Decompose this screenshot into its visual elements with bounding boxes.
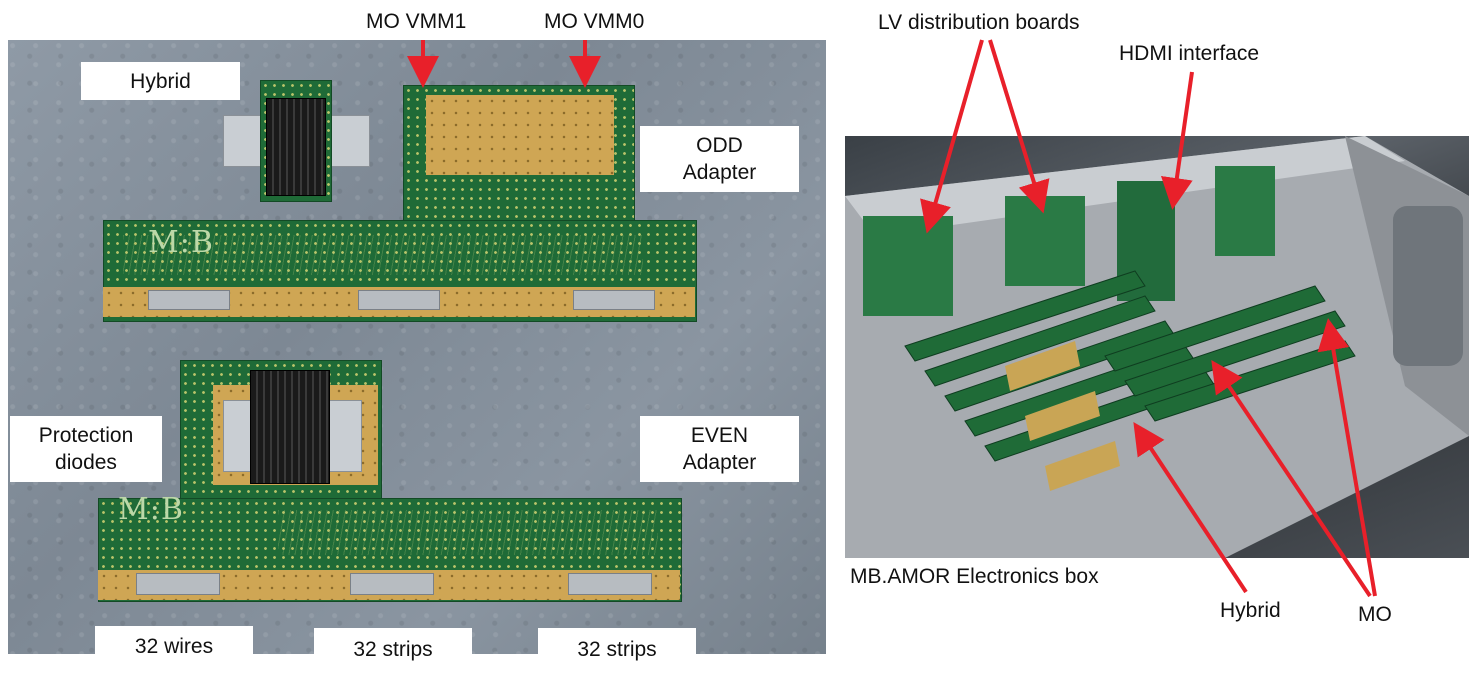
even-connector-1 bbox=[136, 573, 220, 595]
electronics-box-drawing bbox=[845, 136, 1469, 558]
electronics-box-caption: MB.AMOR Electronics box bbox=[850, 565, 1099, 588]
odd-adapter-gold-pad bbox=[426, 95, 614, 175]
mo-vmm1-label: MO VMM1 bbox=[366, 10, 467, 33]
even-hybrid-fin-left bbox=[223, 400, 255, 472]
even-connector-2 bbox=[350, 573, 434, 595]
board-gold-edges bbox=[1005, 341, 1120, 491]
hybrid-label-left: Hybrid bbox=[81, 62, 240, 100]
lv-board-1 bbox=[863, 216, 953, 316]
even-hybrid-heatsink bbox=[250, 370, 330, 484]
hdmi-interface-label: HDMI interface bbox=[1119, 42, 1260, 65]
protection-diodes-label: Protection diodes bbox=[10, 416, 162, 482]
odd-connector-1 bbox=[148, 290, 230, 310]
odd-connector-2 bbox=[358, 290, 440, 310]
hybrid-heat-spreader-left bbox=[223, 115, 265, 167]
mo-vmm0-label: MO VMM0 bbox=[544, 10, 645, 33]
even-hybrid-fin-right bbox=[328, 400, 362, 472]
even-mb-logo: M:B bbox=[118, 492, 184, 527]
odd-adapter-label: ODD Adapter bbox=[640, 126, 799, 192]
even-connector-3 bbox=[568, 573, 652, 595]
lv-distribution-label: LV distribution boards bbox=[878, 11, 1080, 34]
hybrid-label-right: Hybrid bbox=[1220, 599, 1281, 622]
hybrid-heatsink-top bbox=[266, 98, 326, 196]
fan-grille bbox=[1393, 206, 1463, 366]
strips-32-label-b: 32 strips bbox=[538, 628, 696, 670]
even-adapter-label: EVEN Adapter bbox=[640, 416, 799, 482]
strips-32-label-a: 32 strips bbox=[314, 628, 472, 670]
odd-connector-3 bbox=[573, 290, 655, 310]
wires-32-label: 32 wires bbox=[95, 626, 253, 666]
lv-board-3 bbox=[1215, 166, 1275, 256]
even-adapter-traces bbox=[278, 510, 658, 555]
odd-mb-logo: M:B bbox=[148, 225, 214, 260]
electronics-box-photo bbox=[845, 136, 1469, 558]
lv-board-2 bbox=[1005, 196, 1085, 286]
mo-label-right: MO bbox=[1358, 603, 1392, 626]
odd-adapter-traces bbox=[123, 235, 643, 275]
hybrid-heat-spreader-right bbox=[326, 115, 370, 167]
